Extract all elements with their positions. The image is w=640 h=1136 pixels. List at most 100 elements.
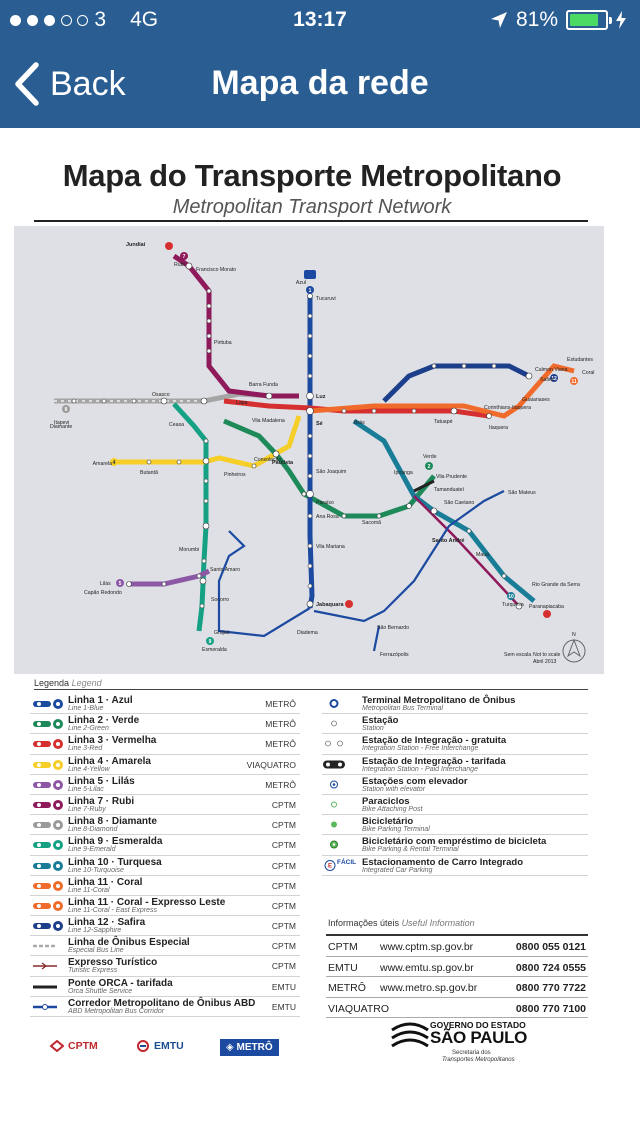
legend-line-sub: Orca Shuttle Service [68,987,133,995]
label-sao-mateus: São Mateus [508,490,536,496]
info-phone[interactable]: 0800 770 7100 [515,1002,586,1015]
line-color-icon [33,699,63,709]
label-grajau: Grajaú [214,630,230,636]
label-coral: Coral [582,370,594,376]
legend-line-name: Linha 8 · Diamante [68,816,157,828]
legend-symbol-sub: Integration Station - Free Interchange [362,745,479,753]
label-scale-en: Not to scale [533,652,561,658]
legend-line-sub: Line 7-Ruby [68,805,106,813]
label-se: Sé [316,421,323,427]
info-org: CPTM [328,941,358,953]
legend-line-sub: Line 10-Turquoise [68,866,124,874]
label-ferrazopolis: Ferrazópolis [380,652,409,658]
legend-symbol-icon [330,780,338,789]
line-color-icon [33,985,57,989]
legend-line-name: Linha 5 · Lilás [68,775,135,787]
line-color-icon [33,779,63,790]
legend-line-name: Linha 12 · Safira [68,917,146,929]
label-itapevi: Itapevi [54,420,69,426]
label-tatuape: Tatuapé [434,419,453,425]
label-pirituba: Pirituba [214,340,232,346]
legend-symbol-name: Estação de Integração - tarifada [362,755,506,767]
legend-line-sub: Line 11-Coral - East Express [68,906,157,914]
info-url[interactable]: www.cptm.sp.gov.br [380,941,474,953]
legend-symbol-row: Bicicletário com empréstimo de bicicleta… [322,835,588,856]
legend-line-name: Linha 9 · Esmeralda [68,836,163,848]
label-vila-prudente: Vila Prudente [436,474,467,480]
label-tucuruvi: Tucuruvi [316,296,336,302]
back-button[interactable]: Back [14,60,126,108]
battery-icon [566,10,612,30]
label-sao-caetano: São Caetano [444,500,474,506]
status-time: 13:17 [293,8,347,31]
info-row: CPTM www.cptm.sp.gov.br 0800 055 0121 [326,936,588,957]
svg-text:4: 4 [113,460,116,466]
emtu-logo: EMTU [136,1040,184,1052]
label-socorro: Socorro [211,597,229,603]
line-color-icon [33,945,57,948]
legend-line-operator: EMTU [271,981,296,992]
info-phone[interactable]: 0800 055 0121 [515,941,586,953]
info-url[interactable]: www.emtu.sp.gov.br [380,961,474,974]
legend-line-operator: CPTM [271,900,296,911]
metro-logo-icon: ◈ [226,1042,234,1053]
map-subtitle: Metropolitan Transport Network [172,196,452,218]
legend-line-operator: METRÔ [265,779,296,790]
label-rubi: Rubi [174,262,185,268]
legend-symbol-icon [331,821,337,828]
legend-symbol-icon [330,840,338,849]
info-org: VIAQUATRO [328,1002,390,1015]
legend-line-name: Linha 4 · Amarela [68,755,151,767]
svg-text:8: 8 [65,407,68,413]
legend-line-sub: Turistic Express [68,967,118,975]
legend-line-operator: CPTM [271,961,296,972]
station-dots [71,262,533,610]
line-1-azul [307,296,315,609]
legend-line-name: Ponte ORCA - tarifada [68,977,173,989]
label-calmon-viana: Calmon Viana [535,367,568,373]
line-10-turquesa-ext [413,495,520,607]
line-9-esmeralda [172,402,209,632]
legend-symbol-sub: Bike Attaching Post [362,805,423,813]
legend-line-sub: Line 2-Green [68,725,109,733]
label-scale: Sem escala [504,652,531,658]
label-paraiso: Paraíso [316,500,334,506]
label-vila-mariana: Vila Mariana [316,544,345,550]
legend-line-sub: Line 1-Blue [68,705,104,712]
info-phone[interactable]: 0800 724 0555 [515,961,586,974]
info-org: METRÔ [328,982,366,994]
chevron-left-icon [15,62,39,106]
legend-line-sub: ABD Metropolitan Bus Corridor [68,1007,165,1015]
label-diamante: Diamante [50,424,72,430]
legend-symbol-icon [329,699,339,708]
legend-line-operator: METRÔ [265,699,296,709]
legend-line-operator: CPTM [271,921,296,932]
svg-text:12: 12 [551,376,557,382]
line-10-turquesa [352,418,536,603]
legend-line-name: Expresso Turístico [68,957,158,969]
legend-line-sub: Line 9-Emerald [68,846,116,854]
label-butanta: Butantã [140,470,158,476]
legend-line-operator: CPTM [271,860,296,871]
label-date: Abril 2013 [533,659,556,665]
legend-line-operator: METRÔ [265,739,296,750]
north-label: N [572,632,576,638]
legend-symbol-name: Paraciclos [362,795,410,807]
back-label: Back [50,64,126,103]
network-map[interactable]: 1 7 2 4 5 8 9 10 11 12 Jundiaí Francisco… [14,226,604,674]
label-jabaquara: Jabaquara [316,602,344,608]
legend-symbol-name: Estacionamento de Carro Integrado [362,856,524,868]
info-url[interactable]: www.metro.sp.gov.br [380,982,478,994]
label-paulista: Paulista [272,460,294,466]
info-phone[interactable]: 0800 770 7722 [515,982,586,994]
legend-symbol-name: Estação [362,715,399,727]
